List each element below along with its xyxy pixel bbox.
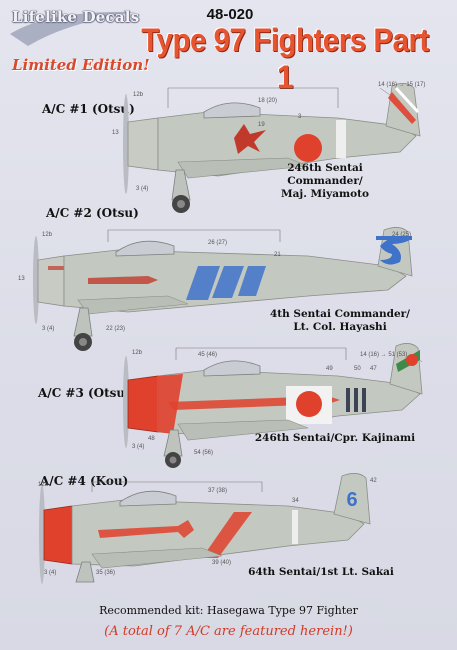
- limited-edition-label: Limited Edition!: [12, 56, 150, 74]
- ac3-marking: 48: [148, 436, 155, 442]
- aircraft-2-label: A/C #2 (Otsu): [46, 206, 139, 220]
- ac1-marking: 12b: [133, 92, 144, 98]
- ac2-marking: 22 (23): [106, 326, 125, 332]
- ac4-marking: 42: [370, 478, 377, 484]
- sheet-code: 48-020: [206, 6, 254, 23]
- ac1-marking: 13: [112, 130, 119, 136]
- brand-swoosh: [10, 11, 136, 46]
- aircraft-4-label: A/C #4 (Kou): [40, 474, 129, 488]
- ac4-tail-number: 6: [346, 489, 357, 511]
- aircraft-2-caption: 4th Sentai Commander/ Lt. Col. Hayashi: [269, 308, 411, 333]
- ac2-marking: 21: [274, 252, 281, 258]
- total-note: (A total of 7 A/C are featured herein!): [104, 624, 353, 639]
- ac1-marking: 18 (20): [258, 98, 277, 104]
- ac1-marking: 3: [298, 114, 302, 120]
- brand-name: Lifelike Decals: [12, 8, 140, 26]
- ac1-marking: 14 (16) → 15 (17): [378, 82, 425, 88]
- ac2-marking: 26 (27): [208, 240, 227, 246]
- aircraft-1-caption: 246th Sentai Commander/ Maj. Miyamoto: [280, 162, 370, 200]
- ac4-marking: 34: [292, 498, 299, 504]
- aircraft-3-caption: 246th Sentai/Cpr. Kajinami: [254, 432, 416, 444]
- aircraft-3-label: A/C #3 (Otsu): [38, 386, 131, 400]
- aircraft-1-profile: 12b 14 (16) → 15 (17) 18 (20) 19 3 13 3 …: [112, 82, 425, 213]
- ac3-marking: 49: [326, 366, 333, 372]
- ac3-marking: 50: [354, 366, 361, 372]
- ac1-marking: 19: [258, 122, 265, 128]
- recommended-kit: Recommended kit: Hasegawa Type 97 Fighte…: [99, 604, 358, 617]
- aircraft-1-label: A/C #1 (Otsu): [42, 102, 135, 116]
- ac3-marking: 47: [370, 366, 377, 372]
- ac2-marking: 3 (4): [42, 326, 54, 332]
- aircraft-2-profile: 12b 26 (27) 24 (25) 21 13 3 (4) 22 (23): [18, 227, 413, 351]
- ac2-marking: 24 (25): [392, 232, 411, 238]
- ac4-marking: 39 (40): [212, 560, 231, 566]
- ac3-marking: 12b: [132, 350, 143, 356]
- aircraft-4-caption: 64th Sentai/1st Lt. Sakai: [248, 566, 394, 578]
- ac4-marking: 37 (38): [208, 488, 227, 494]
- ac1-marking: 3 (4): [136, 186, 148, 192]
- sheet-title: Type 97 Fighters Part 1: [141, 22, 429, 95]
- ac2-marking: 13: [18, 276, 25, 282]
- ac4-marking: 12a: [38, 482, 49, 488]
- ac3-marking: 54 (56): [194, 450, 213, 456]
- ac3-marking: 45 (46): [198, 352, 217, 358]
- aircraft-3-profile: 12b 45 (46) 14 (16) → 51 (53) 49 50 47 4…: [123, 343, 423, 468]
- aircraft-4-profile: 6 12a 37 (38) 42 34 3 (4) 35 (36) 39 (40…: [38, 473, 377, 584]
- ac3-marking: 14 (16) → 51 (53): [360, 352, 407, 358]
- ac4-marking: 3 (4): [44, 570, 56, 576]
- ac3-marking: 3 (4): [132, 444, 144, 450]
- ac2-marking: 12b: [42, 232, 53, 238]
- ac4-marking: 35 (36): [96, 570, 115, 576]
